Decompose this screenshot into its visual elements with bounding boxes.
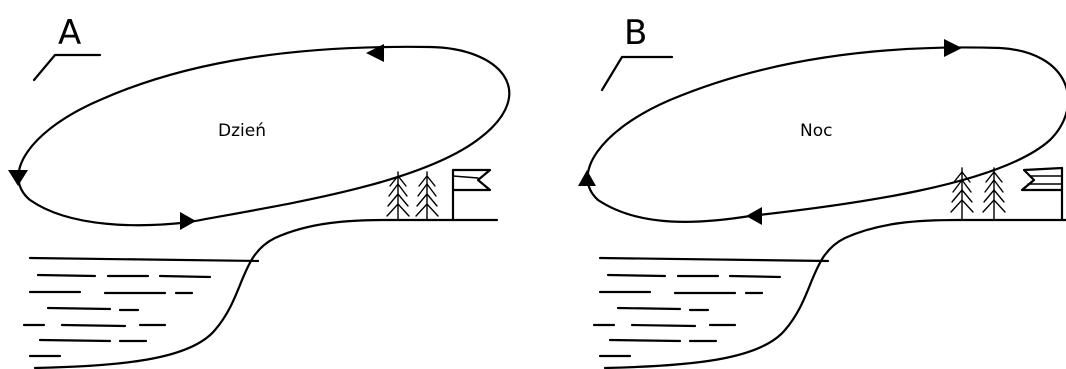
panel-b-flag <box>1020 166 1064 222</box>
panel-b-tree-1 <box>950 167 974 221</box>
panel-a-water-lines <box>22 273 212 358</box>
panel-a-arrow-top <box>366 44 384 62</box>
panel-a-flag <box>451 168 492 222</box>
panel-b-arrow-left <box>578 170 596 186</box>
panel-b-caption: Noc <box>800 121 832 141</box>
panel-a-letter: A <box>58 13 81 53</box>
panel-a: A Dzień <box>8 13 511 369</box>
panel-b-letter: B <box>624 13 647 53</box>
panel-b: B Noc <box>578 13 1066 369</box>
panel-a-circulation-loop <box>17 45 511 227</box>
panel-a-letter-underline <box>32 53 102 82</box>
panel-a-arrow-bottom <box>180 212 196 230</box>
panel-a-tree-1 <box>386 171 410 221</box>
panel-b-arrow-top <box>944 39 962 57</box>
panel-a-water-surface <box>28 256 260 263</box>
panel-b-tree-2 <box>982 167 1006 221</box>
panel-b-coastline <box>603 218 1066 369</box>
panel-b-arrow-bottom <box>746 207 762 225</box>
panel-b-letter-underline <box>600 55 674 92</box>
panel-b-circulation-loop <box>586 46 1066 223</box>
panel-b-water-lines <box>592 273 782 358</box>
panel-b-water-surface <box>598 256 830 263</box>
panel-a-arrow-left <box>8 170 28 186</box>
panel-a-coastline <box>33 218 499 369</box>
panel-a-tree-2 <box>415 171 439 221</box>
panel-a-caption: Dzień <box>218 121 266 141</box>
